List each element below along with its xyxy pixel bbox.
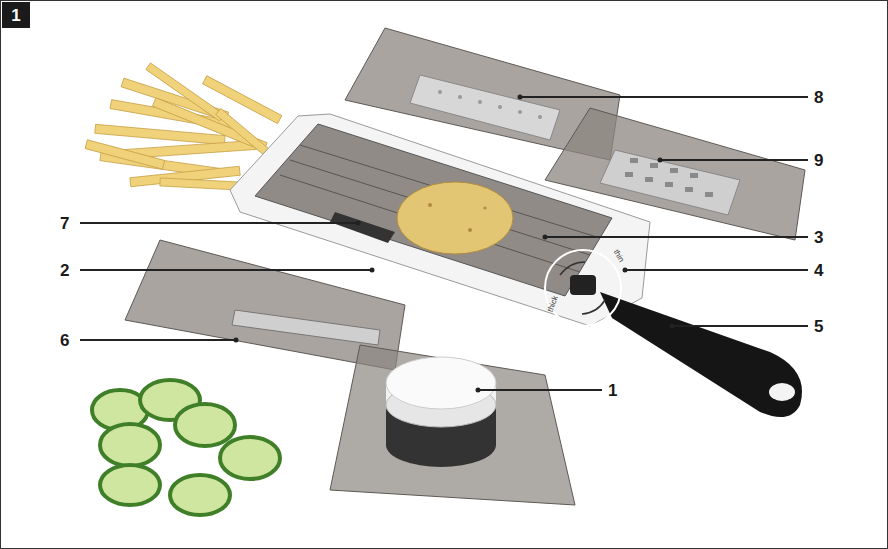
v-blade <box>330 212 395 243</box>
food-holder <box>330 345 575 505</box>
callout-number: 8 <box>814 89 823 106</box>
thickness-dial <box>545 250 621 326</box>
callout-number: 1 <box>608 382 617 399</box>
figure-number: 1 <box>11 7 20 24</box>
leader-lines <box>80 97 808 390</box>
callout-number: 5 <box>814 318 823 335</box>
figure-number-box: 1 <box>2 2 30 28</box>
callout-number: 6 <box>60 332 69 349</box>
handle <box>600 292 802 417</box>
callout-number: 4 <box>814 262 823 279</box>
potato <box>397 182 513 254</box>
callout-number: 7 <box>60 215 69 232</box>
callout-number: 9 <box>814 152 823 169</box>
cucumber-slices <box>92 380 280 515</box>
callout-number: 3 <box>814 229 823 246</box>
callout-number: 2 <box>60 262 69 279</box>
